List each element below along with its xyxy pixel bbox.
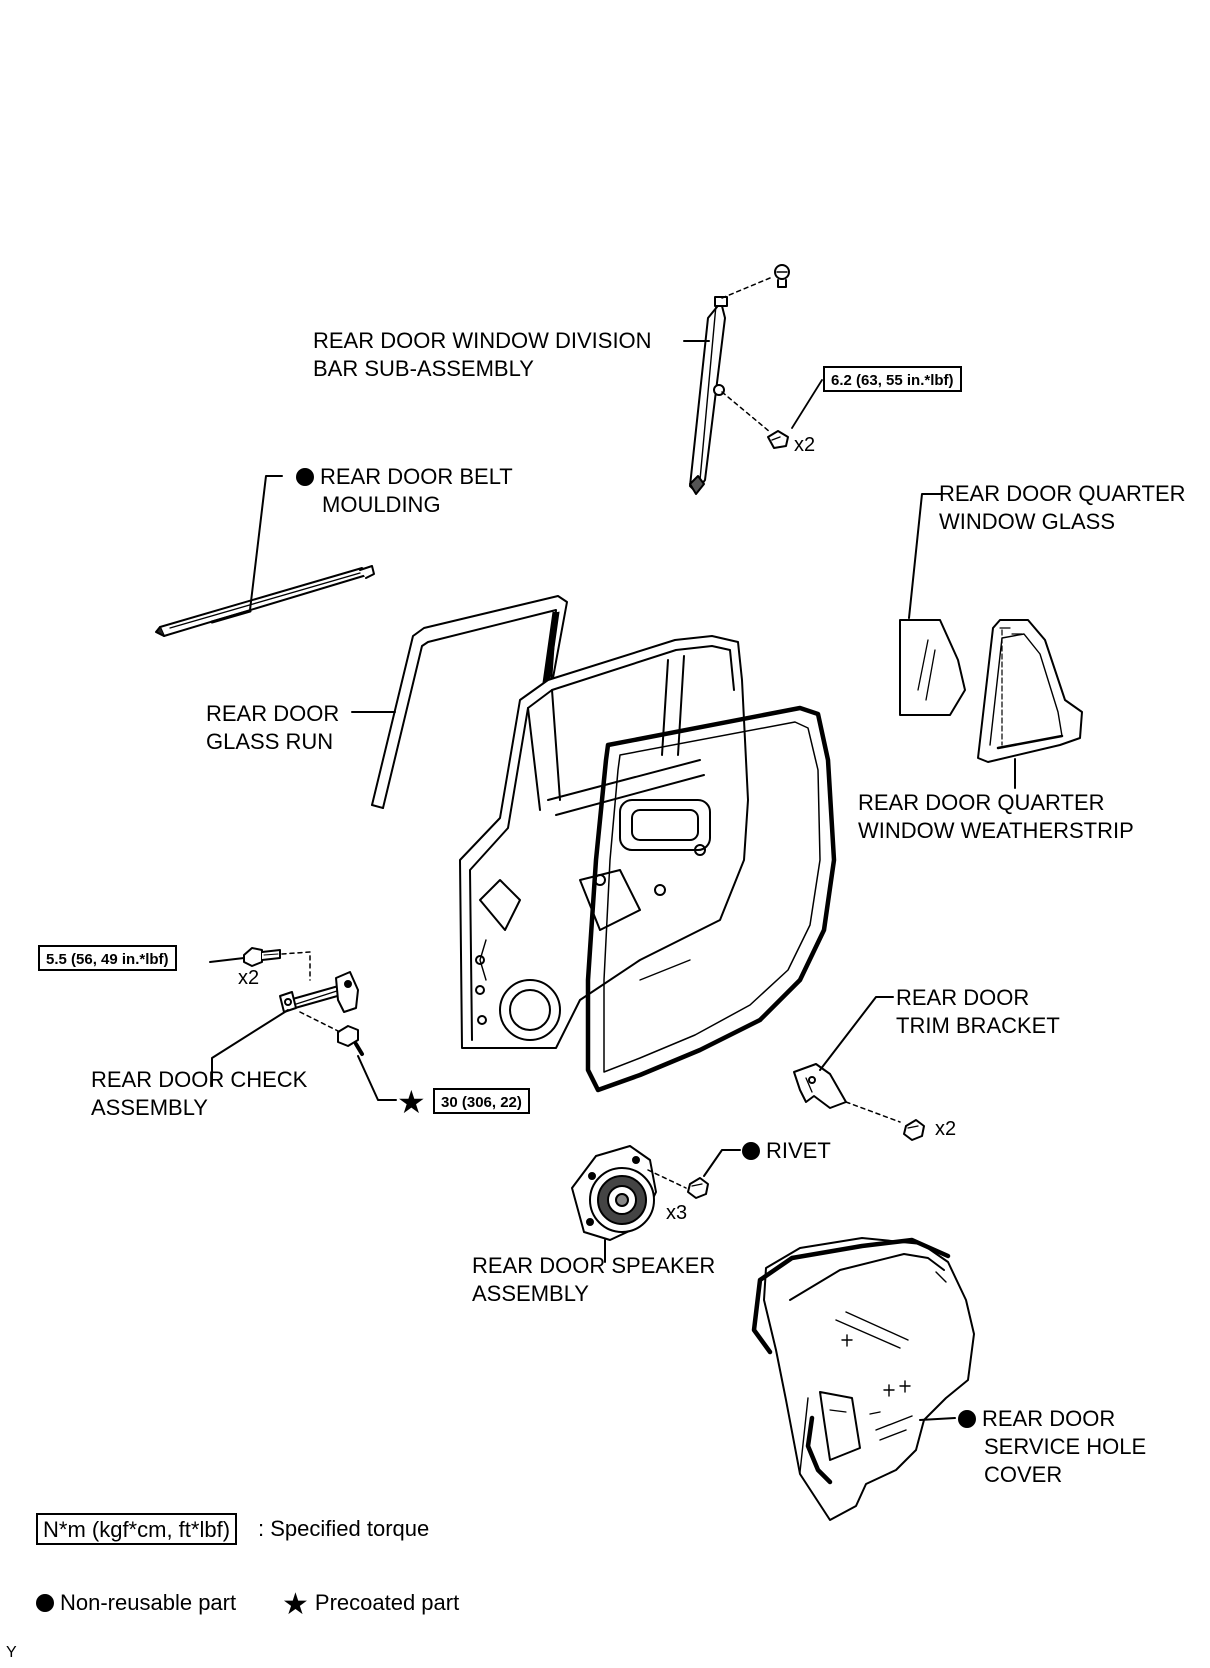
- label-check-assembly-line1: REAR DOOR CHECK: [91, 1067, 308, 1092]
- trim-bracket-screw: [903, 1119, 925, 1141]
- qty-check-bolt: x2: [238, 967, 260, 989]
- service-hole-cover-seal: [751, 1237, 951, 1485]
- glass-run-part: [371, 595, 568, 809]
- torque-division-bar-screw: 6.2 (63, 55 in.*lbf): [823, 366, 962, 392]
- leader-check-body-bolt: [357, 1055, 397, 1101]
- label-quarter-weatherstrip-line1: REAR DOOR QUARTER: [858, 790, 1105, 815]
- legend-precoated: ★Precoated part: [282, 1588, 460, 1621]
- label-rivet: RIVET: [742, 1137, 831, 1165]
- non-reusable-dot-icon: [36, 1594, 54, 1612]
- non-reusable-dot-icon: [742, 1142, 760, 1160]
- leader-rivet: [703, 1149, 741, 1177]
- check-bolt-upper: [243, 947, 311, 981]
- leader-trim-bracket: [819, 996, 894, 1071]
- leader-belt-moulding: [249, 475, 283, 611]
- leader-check-assembly: [211, 1009, 289, 1087]
- torque-check-body-bolt: 30 (306, 22): [433, 1088, 530, 1114]
- qty-rivet: x3: [666, 1202, 688, 1224]
- label-trim-bracket-line2: TRIM BRACKET: [896, 1013, 1060, 1038]
- label-check-assembly-line2: ASSEMBLY: [91, 1095, 208, 1120]
- legend-non-reusable: Non-reusable part: [36, 1588, 236, 1618]
- label-division-bar-line1: REAR DOOR WINDOW DIVISION: [313, 328, 652, 353]
- torque-check-bolt: 5.5 (56, 49 in.*lbf): [38, 945, 177, 971]
- label-speaker-line2: ASSEMBLY: [472, 1281, 589, 1306]
- legend-torque-text: : Specified torque: [258, 1516, 430, 1541]
- label-belt-moulding-line1: REAR DOOR BELT: [296, 463, 513, 491]
- label-speaker-line1: REAR DOOR SPEAKER: [472, 1253, 716, 1278]
- door-weatherstrip: [585, 705, 837, 1093]
- label-glass-run-line1: REAR DOOR: [206, 701, 340, 726]
- label-quarter-glass-line1: REAR DOOR QUARTER: [939, 481, 1186, 506]
- label-division-bar-line2: BAR SUB-ASSEMBLY: [313, 356, 534, 381]
- qty-trim-bracket-screw: x2: [935, 1118, 957, 1140]
- label-quarter-glass-line2: WINDOW GLASS: [939, 509, 1116, 534]
- legend-precoated-text: Precoated part: [314, 1590, 460, 1615]
- non-reusable-dot-icon: [958, 1410, 976, 1428]
- leader-service-hole-cover: [919, 1417, 956, 1421]
- figure-code: Y: [6, 1644, 17, 1661]
- label-belt-moulding-line2: MOULDING: [322, 492, 441, 517]
- label-service-hole-cover-line3: COVER: [984, 1462, 1063, 1487]
- label-service-hole-cover-line1: REAR DOOR: [958, 1405, 1115, 1433]
- label-trim-bracket-line1: REAR DOOR: [896, 985, 1030, 1010]
- division-bar-lower-screw: [721, 379, 823, 449]
- leader-quarter-glass: [908, 493, 942, 619]
- rivet-part: [687, 1177, 709, 1199]
- check-assembly-part: [279, 971, 359, 1013]
- label-service-hole-cover-text: REAR DOOR: [982, 1406, 1116, 1431]
- label-service-hole-cover-line2: SERVICE HOLE: [984, 1434, 1147, 1459]
- label-belt-moulding-text: REAR DOOR BELT: [320, 464, 513, 489]
- check-bolt-lower: [299, 1011, 364, 1056]
- precoated-star-icon: ★: [282, 1588, 309, 1621]
- legend-non-reusable-text: Non-reusable part: [60, 1590, 237, 1615]
- non-reusable-dot-icon: [296, 468, 314, 486]
- division-bar-part: [689, 296, 728, 495]
- trim-bracket-part: [793, 1063, 901, 1123]
- speaker-part: [571, 1145, 687, 1241]
- leader-check-torque-upper: [209, 957, 245, 963]
- legend-torque-unit-box: N*m (kgf*cm, ft*lbf): [36, 1513, 238, 1545]
- quarter-window-weatherstrip-part: [977, 619, 1083, 763]
- quarter-window-glass-part: [899, 619, 966, 716]
- belt-moulding-part: [155, 565, 375, 637]
- label-glass-run-line2: GLASS RUN: [206, 729, 334, 754]
- label-quarter-weatherstrip-line2: WINDOW WEATHERSTRIP: [858, 818, 1134, 843]
- service-hole-cover-part: [763, 1237, 975, 1521]
- precoated-star-marker: ★: [397, 1084, 426, 1120]
- label-rivet-text: RIVET: [766, 1138, 831, 1163]
- rear-door-panel: [459, 635, 749, 1049]
- division-bar-top-screw: [721, 264, 790, 299]
- qty-division-bar-screw: x2: [794, 434, 816, 456]
